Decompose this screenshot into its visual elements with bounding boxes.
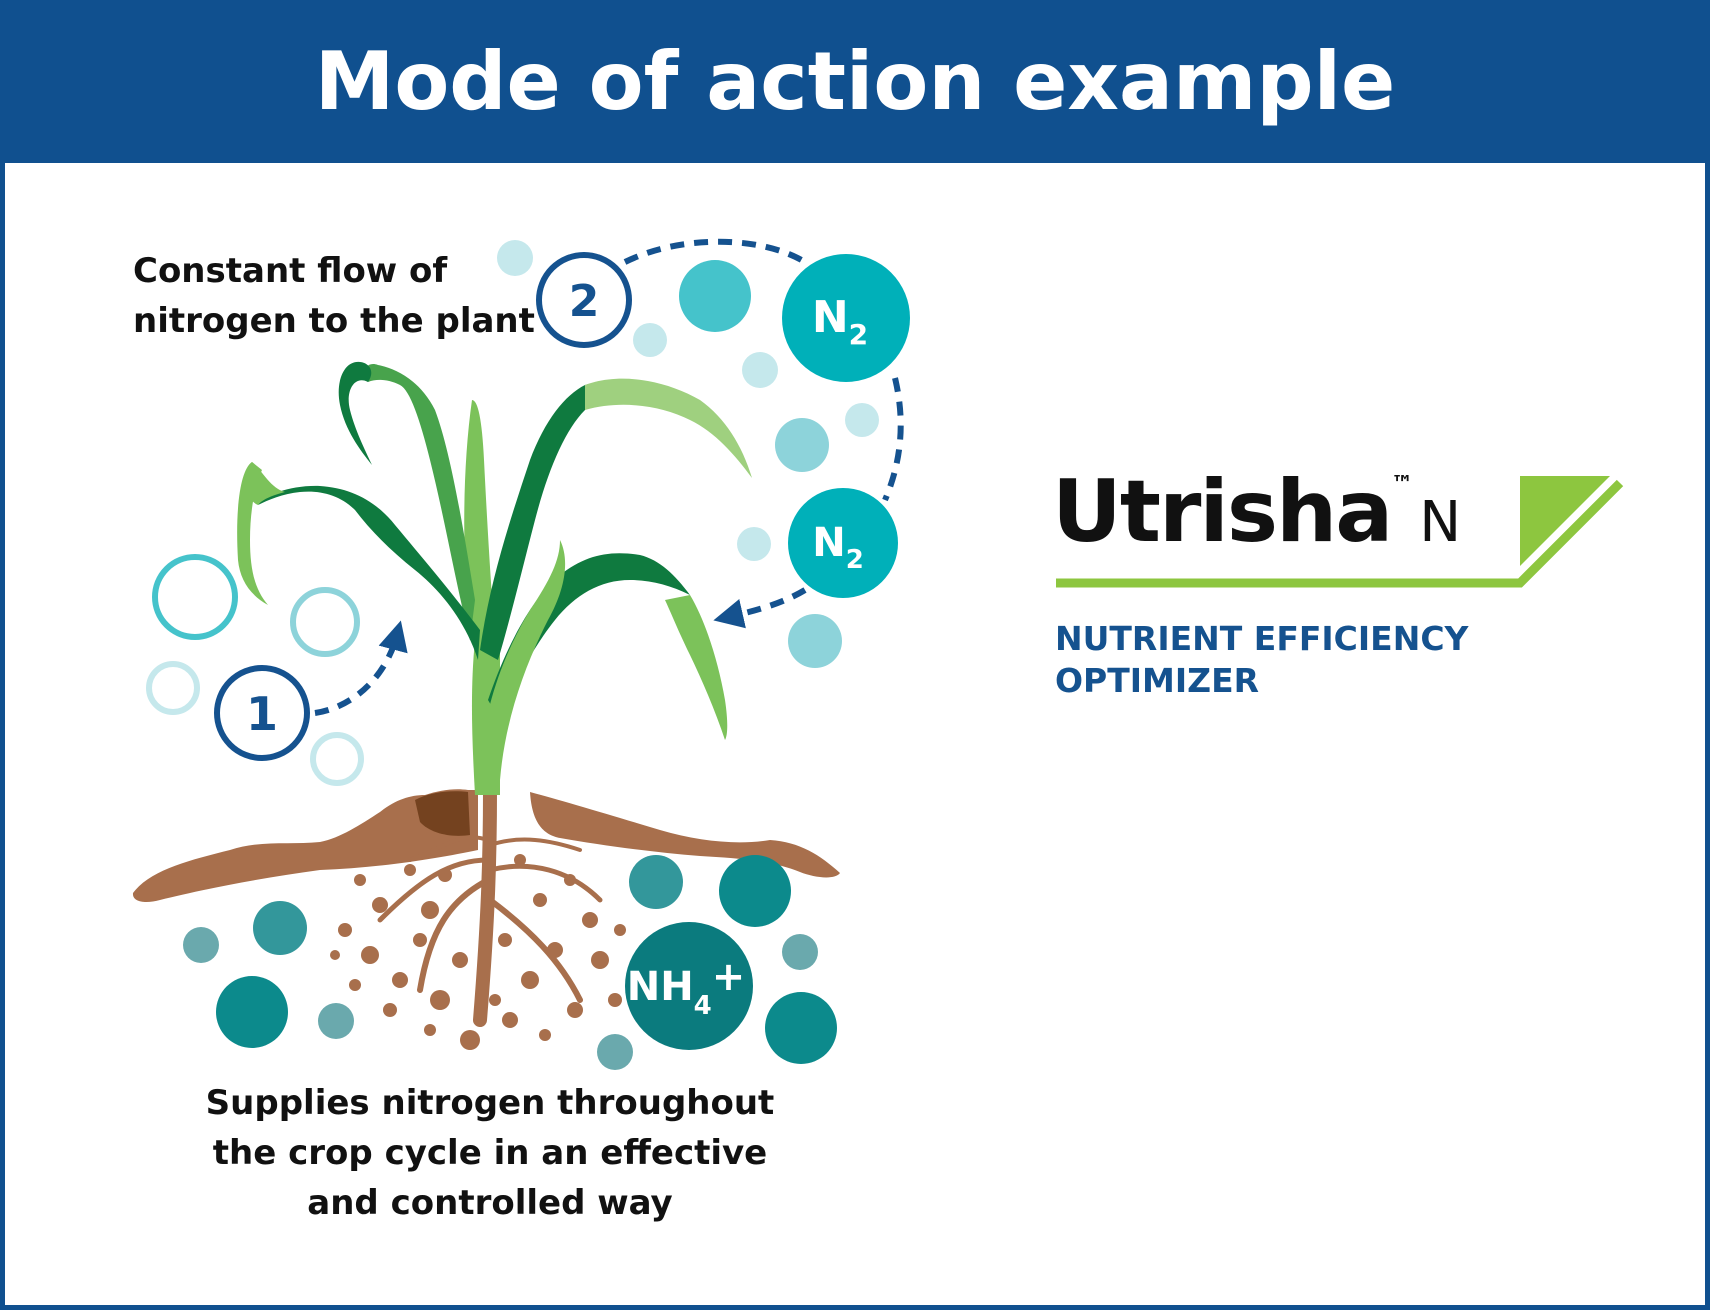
n2-upper-symbol: N [812, 292, 849, 343]
nh4-subscript: 4 [694, 991, 712, 1021]
air-bubble-8 [788, 614, 842, 668]
step-two-number: 2 [569, 276, 600, 327]
air-bubble-6 [775, 418, 829, 472]
step-one-number: 1 [246, 687, 278, 741]
air-bubble-5 [845, 403, 879, 437]
air-bubble-2 [679, 260, 751, 332]
caption-top: Constant flow of nitrogen to the plant [133, 251, 535, 341]
n2-lower-subscript: 2 [846, 545, 864, 575]
air-bubble-1 [497, 240, 533, 276]
arrow-to-leaf [713, 587, 807, 629]
leaf-upper-left-tip [338, 361, 372, 465]
leaf-left [258, 485, 480, 660]
ring-3 [146, 661, 200, 715]
roots [377, 783, 603, 1027]
soil-bubble-4 [318, 1003, 354, 1039]
logo-green-bracket [1056, 479, 1624, 588]
leaf-right-lower-droop [665, 595, 728, 740]
ring-4 [310, 732, 364, 786]
root-main [473, 783, 497, 1027]
air-bubble-4 [742, 352, 778, 388]
arrow-upper-loop [623, 238, 807, 265]
soil-bubble-6 [719, 855, 791, 927]
air-bubble-7 [737, 527, 771, 561]
arrow-right-side [882, 377, 904, 502]
svg-text:N2: N2 [812, 520, 864, 575]
soil-bubble-7 [782, 934, 818, 970]
svg-text:N2: N2 [812, 292, 868, 351]
soil-bubble-5 [629, 855, 683, 909]
n2-molecule-lower: N2 [788, 488, 898, 598]
root-branch-6 [488, 837, 582, 852]
n2-upper-subscript: 2 [849, 318, 868, 351]
root-branch-4 [487, 863, 603, 903]
leaf-right-upper-pale [585, 378, 752, 478]
ring-2 [290, 587, 360, 657]
page-title: Mode of action example [314, 34, 1396, 128]
product-logo: Utrisha™N [1052, 462, 1461, 562]
air-bubble-3 [633, 323, 667, 357]
logo-mark [1056, 476, 1624, 588]
arrow-from-step-one [314, 620, 408, 716]
leaf-upper-left [364, 363, 475, 640]
root-branch-2 [487, 897, 583, 1003]
leaf-right-upper [480, 383, 640, 660]
step-one-marker: 1 [214, 665, 310, 761]
logo-brand: Utrisha [1052, 462, 1393, 562]
logo-green-triangle [1520, 476, 1610, 566]
leaf-left-droop [237, 462, 268, 605]
air-molecules [497, 240, 879, 668]
soil-bubble-3 [216, 976, 288, 1048]
soil-bubble-9 [597, 1034, 633, 1070]
nitrogen-rings [146, 554, 364, 786]
n2-lower-symbol: N [812, 520, 845, 566]
soil-bubble-8 [765, 992, 837, 1064]
soil-left-shade [415, 791, 470, 836]
logo-suffix: N [1419, 490, 1462, 555]
flow-arrows [314, 238, 904, 716]
ring-1 [152, 554, 238, 640]
root-branch-3 [377, 857, 491, 923]
logo-trademark: ™ [1391, 472, 1414, 497]
step-two-marker: 2 [536, 252, 632, 348]
soil-bubble-1 [183, 927, 219, 963]
root-branch-5 [408, 835, 490, 862]
root-branch-1 [417, 877, 491, 993]
soil-molecules [183, 855, 837, 1070]
plant [237, 361, 752, 795]
soil-left [132, 789, 478, 902]
header-banner: Mode of action example [0, 0, 1710, 163]
leaf-mid-right [480, 540, 566, 780]
nh4-symbol: NH [627, 964, 694, 1010]
caption-bottom: Supplies nitrogen throughout the crop cy… [205, 1083, 775, 1223]
product-tagline: NUTRIENT EFFICIENCY OPTIMIZER [1055, 619, 1469, 700]
soil-right [530, 792, 840, 878]
soil-particles [330, 854, 626, 1050]
n2-molecule-upper: N2 [782, 254, 910, 382]
svg-text:NH4+: NH4+ [627, 954, 746, 1021]
soil-bubble-2 [253, 901, 307, 955]
nh4-molecule: NH4+ [625, 922, 753, 1050]
nh4-charge: + [712, 954, 746, 1000]
